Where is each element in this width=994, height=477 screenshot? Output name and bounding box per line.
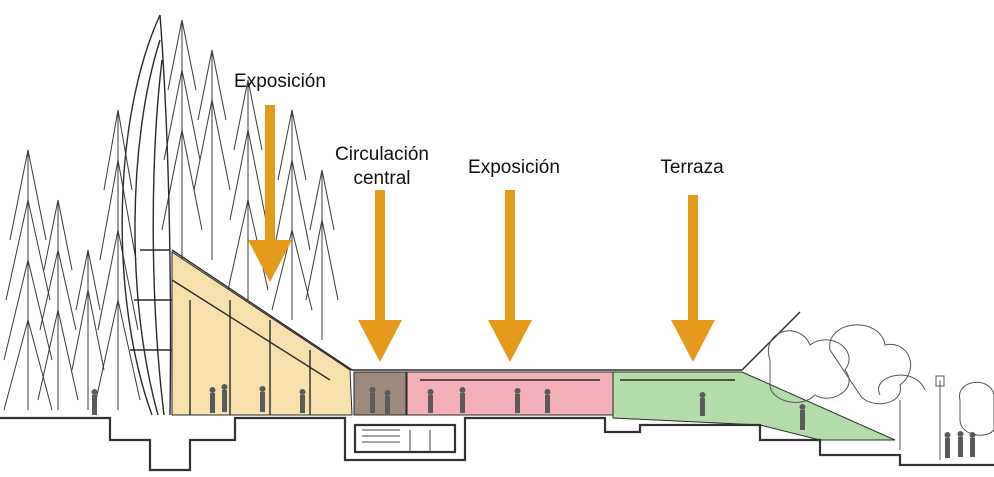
ground-line [0, 416, 994, 472]
label-circulacion-line2: central [353, 168, 411, 189]
people-silhouettes [91, 384, 976, 458]
basement-detail [362, 429, 431, 452]
zone-terraza [612, 371, 896, 441]
arrow-circulacion [358, 190, 402, 362]
label-exposicion-top: Exposición [234, 71, 326, 92]
label-circulacion-central: Circulación central [312, 143, 452, 191]
trees-right [767, 324, 994, 460]
label-terraza: Terraza [660, 157, 724, 178]
building-shell [121, 14, 172, 416]
zone-circulacion [353, 371, 407, 416]
arrow-exposicion-mid [488, 190, 532, 362]
zone-exposicion-top [171, 251, 353, 416]
building-outline [171, 249, 801, 415]
arrow-exposicion-top [248, 105, 292, 282]
forest-left [3, 19, 339, 411]
label-circulacion-line1: Circulación [335, 144, 429, 165]
arrow-terraza [671, 195, 715, 362]
zone-exposicion-mid [406, 371, 614, 416]
label-exposicion-mid: Exposición [468, 157, 560, 178]
